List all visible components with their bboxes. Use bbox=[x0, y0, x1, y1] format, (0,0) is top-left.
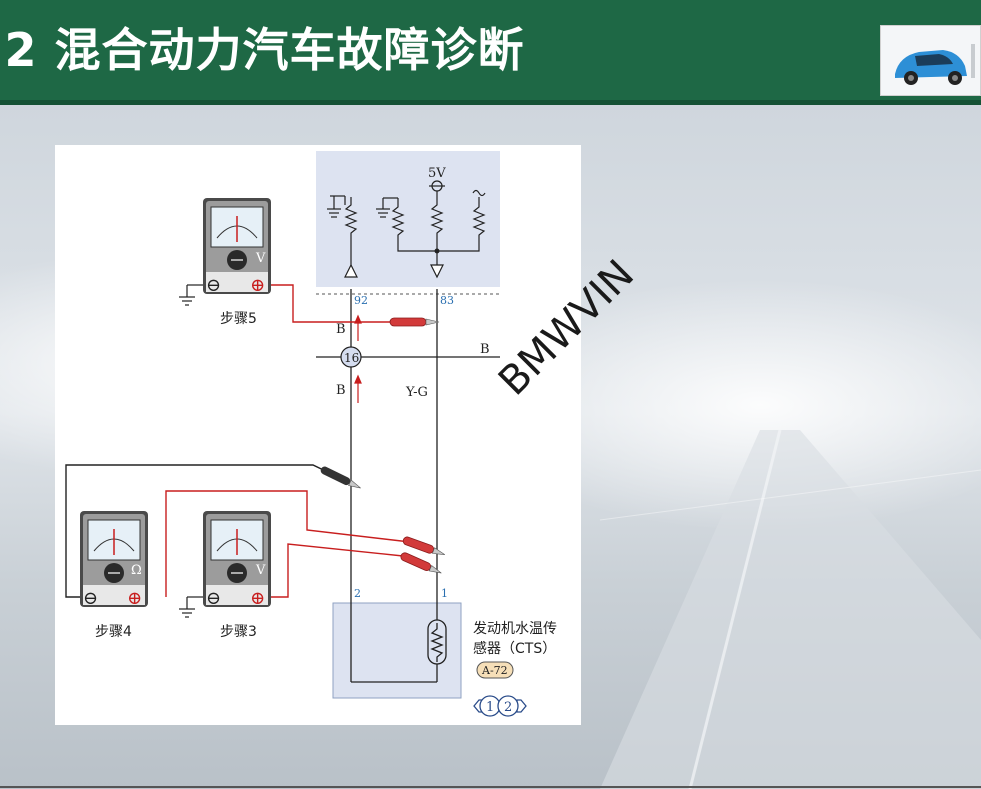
sensor-name-line1: 发动机水温传 bbox=[473, 621, 557, 637]
step5-label: 步骤5 bbox=[220, 311, 257, 327]
pin-92: 92 bbox=[354, 294, 368, 307]
wire-label-branch: B bbox=[480, 342, 490, 357]
car-thumbnail bbox=[880, 25, 981, 96]
probe-step4-black bbox=[320, 466, 361, 489]
multimeter-step4 bbox=[80, 511, 148, 607]
plus-terminal-step3: ⊕ bbox=[250, 588, 265, 609]
title-underline bbox=[0, 100, 981, 105]
connector-pin-1: 1 bbox=[486, 700, 494, 715]
junction-16 bbox=[340, 346, 362, 368]
title-bar: .2 混合动力汽车故障诊断 bbox=[0, 0, 981, 100]
step4-label: 步骤4 bbox=[95, 624, 132, 640]
wire-label-lower: B bbox=[336, 383, 346, 398]
probe-step3-red bbox=[400, 552, 442, 574]
plus-terminal-step5: ⊕ bbox=[250, 275, 265, 296]
page-title: .2 混合动力汽车故障诊断 bbox=[0, 23, 525, 77]
wire-label-signal: Y-G bbox=[405, 385, 428, 400]
unit-step4: Ω bbox=[131, 563, 142, 578]
sensor-pin-2: 2 bbox=[354, 587, 361, 600]
bottom-rule bbox=[0, 786, 981, 788]
minus-terminal-step5: ⊖ bbox=[206, 275, 221, 296]
ground-icon-step3 bbox=[179, 596, 203, 618]
wire-label-upper: B bbox=[336, 322, 346, 337]
plus-terminal-step4: ⊕ bbox=[127, 588, 142, 609]
ground-icon-step5 bbox=[179, 284, 203, 306]
junction-number: 16 bbox=[344, 351, 359, 365]
wiring-diagram: 5V 92 83 16 B B B Y-G 2 1 发动机水温传 感器（CTS）… bbox=[65, 151, 557, 717]
probe-step4-red bbox=[402, 536, 445, 555]
connector-pin-2: 2 bbox=[504, 700, 512, 715]
supply-label: 5V bbox=[428, 166, 446, 181]
minus-terminal-step3: ⊖ bbox=[206, 588, 221, 609]
ecu-block bbox=[316, 151, 500, 287]
connector-icon: 1 2 bbox=[473, 695, 527, 717]
connector-tag-label: A-72 bbox=[481, 664, 508, 677]
unit-step5: V bbox=[255, 251, 266, 266]
unit-step3: V bbox=[255, 563, 266, 578]
step3-label: 步骤3 bbox=[220, 624, 257, 640]
pin-83: 83 bbox=[440, 294, 454, 307]
multimeter-step3 bbox=[203, 511, 271, 607]
cts-sensor-block bbox=[332, 602, 462, 699]
connector-tag bbox=[476, 661, 514, 679]
minus-terminal-step4: ⊖ bbox=[83, 588, 98, 609]
sensor-name-line2: 感器（CTS） bbox=[473, 640, 556, 657]
probe-step5 bbox=[389, 317, 440, 327]
multimeter-step5 bbox=[203, 198, 271, 294]
sensor-pin-1: 1 bbox=[441, 587, 448, 600]
diagram-panel: 5V 92 83 16 B B B Y-G 2 1 发动机水温传 感器（CTS）… bbox=[55, 145, 581, 725]
